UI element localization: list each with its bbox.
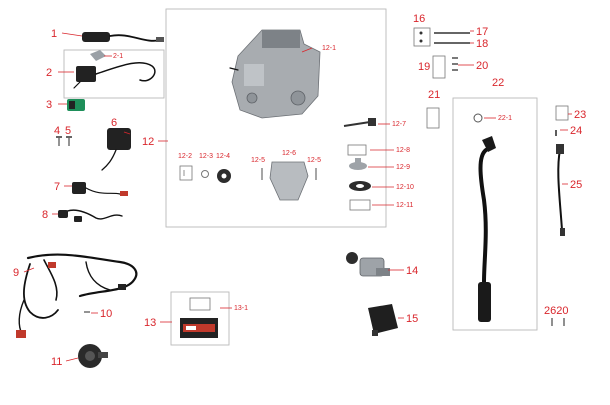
callout-11: 11 (51, 356, 62, 368)
callout-1: 1 (51, 28, 57, 40)
exhaust-gasket-part (473, 113, 483, 123)
callout-12-4: 12-4 (216, 153, 230, 160)
callout-5: 5 (65, 125, 71, 137)
callout-6: 6 (111, 117, 117, 129)
callout-2: 2 (46, 67, 52, 79)
screw-4-part (56, 136, 62, 146)
callout-12-2: 12-2 (178, 153, 192, 160)
callout-13: 13 (144, 317, 156, 329)
relay-part (67, 99, 85, 111)
callout-7: 7 (54, 181, 60, 193)
sprocket-cover-part (269, 161, 309, 201)
callout-3: 3 (46, 99, 52, 111)
flasher-part (72, 182, 128, 196)
callout-12-1: 12-1 (322, 45, 336, 52)
callout-12-5-right: 12-5 (307, 157, 321, 164)
callout-10: 10 (100, 308, 112, 320)
ignition-coil-group-frame (63, 49, 165, 99)
leader-lines (23, 30, 572, 362)
callout-18: 18 (476, 38, 488, 50)
carburetor-part (346, 252, 390, 277)
exhaust-pipe-part (478, 136, 496, 322)
callout-12-7: 12-7 (392, 121, 406, 128)
battery-part (180, 318, 218, 338)
plate-23-part (555, 105, 569, 121)
spark-plug-cap-part (82, 32, 164, 42)
bracket-16-part (413, 27, 431, 47)
switch-harness-part (58, 209, 123, 222)
callout-13-1: 13-1 (234, 305, 248, 312)
callout-19: 19 (418, 61, 430, 73)
part-12-2-icon (179, 165, 193, 181)
callout-8: 8 (42, 209, 48, 221)
callout-9: 9 (13, 267, 19, 279)
callout-23: 23 (574, 109, 586, 121)
part-12-9-icon (349, 158, 367, 170)
regulator-part (101, 128, 131, 171)
callout-2-1: 2-1 (113, 53, 123, 60)
screws-20-part (452, 57, 458, 71)
callout-12-3: 12-3 (199, 153, 213, 160)
plate-21-part (426, 107, 440, 129)
part-12-11-icon (349, 199, 371, 211)
plate-19-part (432, 55, 446, 79)
ignition-coil-part (73, 50, 156, 89)
screw-5-part (66, 136, 72, 146)
callout-24: 24 (570, 125, 582, 137)
engine-part (229, 29, 321, 119)
callout-21: 21 (428, 89, 440, 101)
air-filter-part (368, 304, 398, 336)
callout-15: 15 (406, 313, 418, 325)
callout-12-9: 12-9 (396, 164, 410, 171)
callout-12-5-left: 12-5 (251, 157, 265, 164)
part-12-8-icon (347, 144, 367, 156)
cable-25-part (556, 144, 565, 236)
callout-20: 20 (476, 60, 488, 72)
callout-12-8: 12-8 (396, 147, 410, 154)
callout-22-1: 22-1 (498, 115, 512, 122)
dipstick-part (343, 118, 376, 127)
wiring-harness-part (16, 253, 138, 338)
callout-12-11: 12-11 (396, 202, 413, 209)
washer-part (201, 170, 209, 178)
callout-22: 22 (492, 77, 504, 89)
callout-4: 4 (54, 125, 60, 137)
exhaust-group-frame (452, 97, 538, 331)
callout-12-6: 12-6 (282, 150, 296, 157)
horn-part (78, 344, 108, 368)
sprocket-part (217, 169, 231, 183)
battery-terminal-icon (189, 297, 211, 311)
callout-12-10: 12-10 (396, 184, 414, 191)
bolts-26-20-part (551, 318, 565, 326)
callout-26-20: 2620 (544, 305, 568, 317)
callout-25: 25 (570, 179, 582, 191)
battery-group-frame (170, 291, 230, 346)
callout-14: 14 (406, 265, 418, 277)
callout-12: 12 (142, 136, 154, 148)
callout-17: 17 (476, 26, 488, 38)
callout-16: 16 (413, 13, 425, 25)
engine-group-frame (165, 8, 387, 228)
gasket-part (349, 181, 371, 191)
